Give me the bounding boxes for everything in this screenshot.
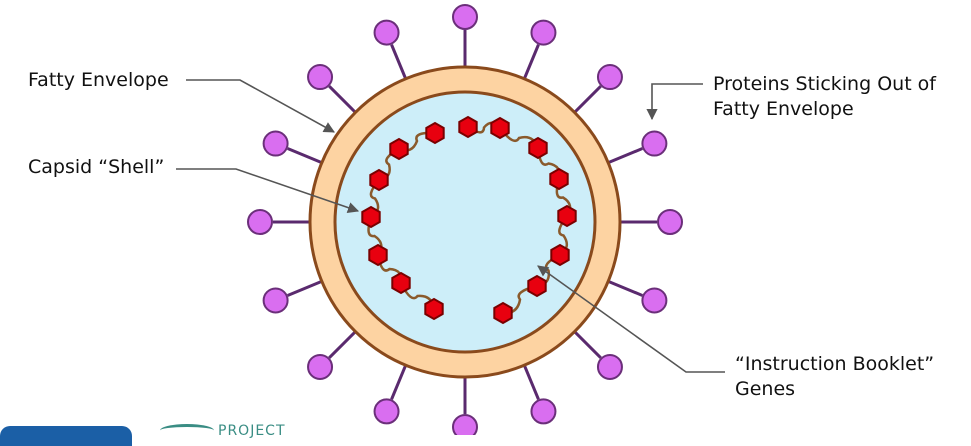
capsid-hexagon — [424, 297, 444, 321]
label-proteins-line1: Proteins Sticking Out of — [713, 73, 936, 95]
protein-head — [596, 353, 623, 380]
label-capsid-shell-text: Capsid “Shell” — [28, 156, 165, 178]
capsid-hexagon — [528, 136, 548, 160]
capsid-hexagon — [549, 167, 569, 191]
pointer-proteins — [646, 83, 703, 121]
label-capsid-shell: Capsid “Shell” — [28, 155, 164, 180]
protein-head — [530, 398, 557, 425]
capsid-hexagon — [391, 271, 411, 295]
capsid-hexagon — [389, 137, 409, 161]
protein-head — [307, 64, 334, 91]
capsid-hexagon — [458, 115, 478, 139]
capsid-hexagon — [557, 204, 577, 228]
protein-head — [596, 64, 623, 91]
pointer-instruction-genes — [537, 265, 725, 373]
capsid-hexagon — [361, 205, 381, 229]
protein-head — [307, 353, 334, 380]
protein-head — [373, 398, 400, 425]
label-instruction-booklet: “Instruction Booklet” Genes — [735, 352, 934, 402]
protein-head — [262, 130, 289, 157]
capsid-hexagon — [425, 121, 445, 145]
protein-head — [641, 130, 668, 157]
virus-illustration — [176, 4, 725, 440]
label-proteins-line2: Fatty Envelope — [713, 98, 854, 120]
protein-head — [657, 209, 683, 235]
project-logo-icon — [160, 424, 214, 437]
label-pointers — [176, 79, 725, 373]
label-fatty-envelope: Fatty Envelope — [28, 68, 169, 93]
protein-head — [452, 4, 478, 30]
capsid-hexagon — [527, 274, 547, 298]
project-logo: PROJECT — [160, 424, 286, 438]
pointer-capsid-shell — [176, 168, 360, 214]
label-proteins: Proteins Sticking Out of Fatty Envelope — [713, 72, 936, 122]
capsid-hexagon — [550, 243, 570, 267]
protein-head — [530, 19, 557, 46]
capsid-hexagon — [493, 301, 513, 325]
virus-diagram: Fatty Envelope Capsid “Shell” Proteins S… — [0, 4, 936, 446]
capsid-hexagon — [369, 168, 389, 192]
project-logo-text: PROJECT — [218, 423, 286, 439]
label-fatty-envelope-text: Fatty Envelope — [28, 69, 169, 91]
protein-head — [641, 287, 668, 314]
protein-head — [452, 414, 478, 440]
partner-logo-left — [0, 426, 132, 446]
capsid-hexagon — [368, 243, 388, 267]
pointer-fatty-envelope — [186, 79, 335, 133]
label-instruction-line1: “Instruction Booklet” — [735, 353, 935, 375]
label-instruction-line2: Genes — [735, 378, 796, 400]
protein-head — [373, 19, 400, 46]
capsid-gene-hexagons — [361, 115, 577, 325]
protein-head — [262, 287, 289, 314]
protein-head — [247, 209, 273, 235]
capsid-hexagon — [490, 116, 510, 140]
